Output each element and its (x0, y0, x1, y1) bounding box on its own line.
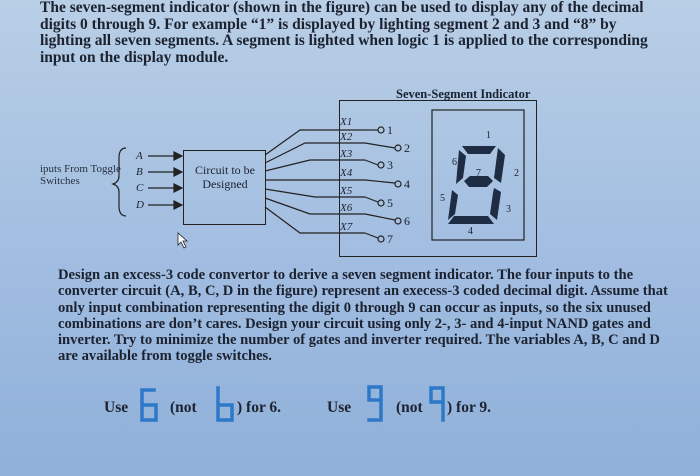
segment-2 (494, 148, 505, 183)
output-x5: X5 (340, 185, 353, 197)
task-paragraph: Design an excess-3 code convertor to der… (58, 267, 668, 365)
use-label-2: Use (327, 399, 352, 416)
intro-paragraph: The seven-segment indicator (shown in th… (40, 0, 648, 66)
pin-7: 7 (387, 232, 393, 246)
seg-num-3: 3 (506, 204, 511, 215)
input-a: A (136, 150, 143, 162)
output-x1: X1 (340, 116, 353, 128)
segment-5 (448, 190, 458, 220)
seg-num-2: 2 (514, 168, 519, 179)
seg-num-6: 6 (452, 157, 457, 168)
seg-num-4: 4 (468, 226, 473, 237)
cursor-icon (177, 232, 189, 249)
input-c: C (136, 182, 144, 194)
for-nine-label: ) for 9. (447, 399, 492, 416)
display-frame (431, 109, 525, 241)
not-label-1: (not (170, 399, 197, 416)
for-six-label: ) for 6. (237, 399, 282, 416)
segment-1 (462, 146, 496, 154)
input-brace (111, 147, 127, 217)
segment-6 (456, 150, 466, 184)
indicator-title: Seven-Segment Indicator (396, 87, 531, 101)
input-arrows (148, 151, 184, 210)
digit-nine-wrong (429, 386, 445, 422)
pin-1: 1 (387, 123, 393, 137)
digit-six-correct (140, 388, 158, 422)
pin-4: 4 (404, 177, 410, 191)
circuit-box (183, 150, 266, 225)
input-b: B (136, 166, 143, 178)
digit-six-wrong (216, 386, 234, 422)
pin-2: 2 (404, 141, 410, 155)
circuit-label: Circuit to be Designed (195, 163, 255, 191)
pins (364, 126, 402, 243)
pin-3: 3 (387, 158, 393, 172)
inputs-label: iputs From Toggle Switches (40, 163, 121, 187)
segment-4 (448, 216, 494, 224)
seg-num-5: 5 (440, 193, 445, 204)
pin-5: 5 (387, 196, 393, 210)
output-x6: X6 (340, 202, 353, 214)
output-x2: X2 (340, 131, 353, 143)
seg-num-1: 1 (486, 130, 491, 141)
bottom-instruction: Use (not ) for 6. Use (not ) for 9. (0, 383, 700, 423)
output-x3: X3 (340, 148, 353, 160)
seven-segment-digit (448, 146, 505, 224)
use-label-1: Use (104, 399, 129, 416)
segment-3 (490, 188, 501, 220)
output-lines (264, 129, 365, 234)
output-x4: X4 (340, 167, 353, 179)
segment-7 (464, 176, 493, 187)
input-d: D (136, 199, 144, 211)
seg-num-7: 7 (476, 168, 481, 179)
output-x7: X7 (340, 221, 353, 233)
digit-nine-correct (367, 385, 383, 422)
indicator-box (339, 100, 537, 257)
not-label-2: (not (396, 399, 423, 416)
pin-6: 6 (404, 214, 410, 228)
